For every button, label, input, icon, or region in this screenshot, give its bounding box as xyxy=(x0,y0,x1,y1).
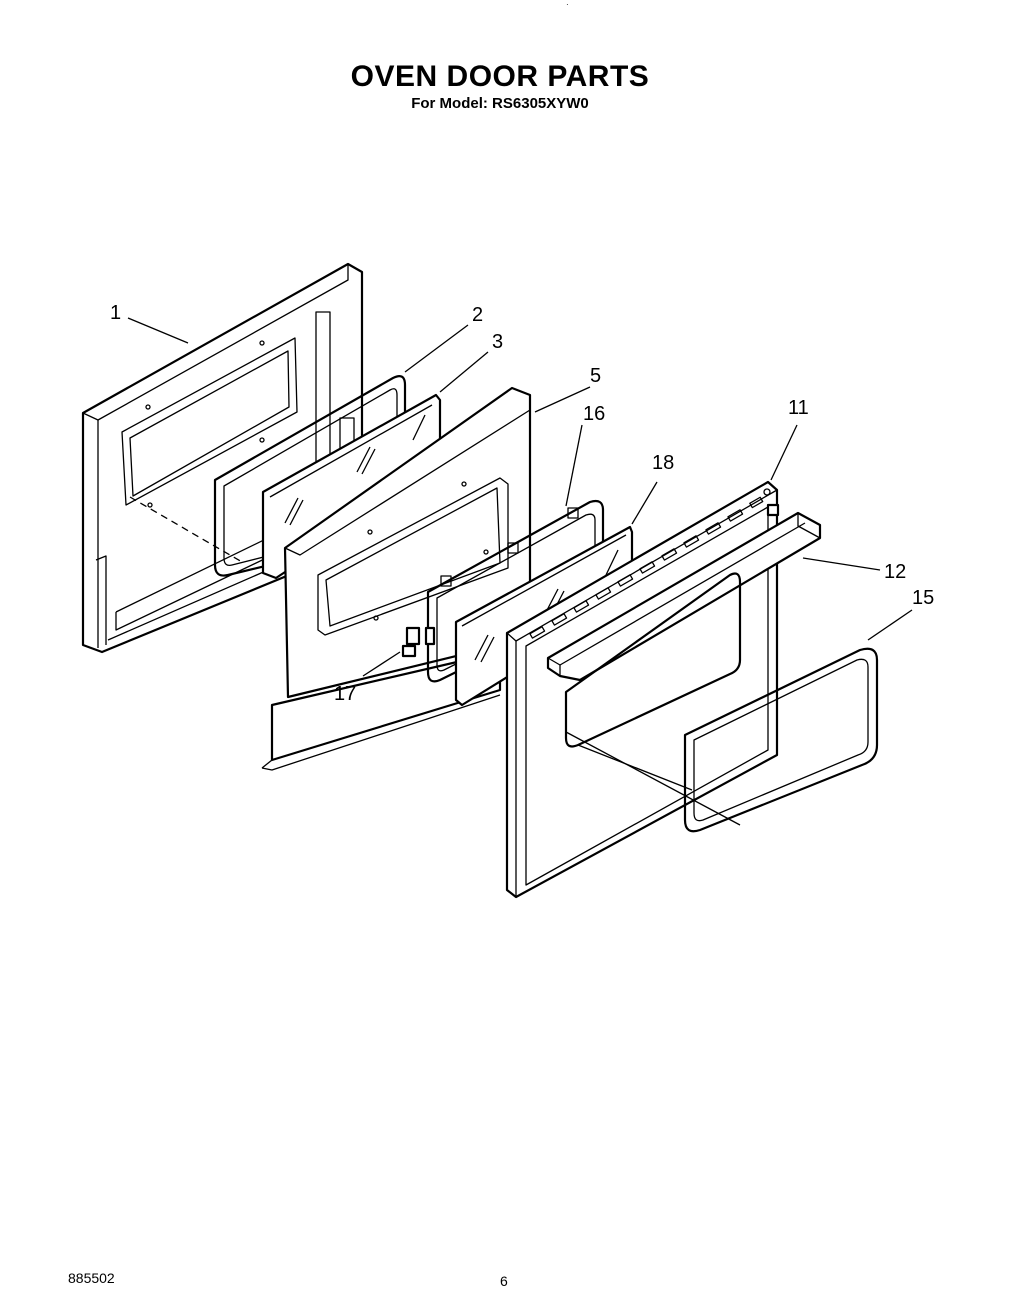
leader-lines xyxy=(127,317,913,677)
leader-2 xyxy=(404,324,469,373)
part-11-door-frame xyxy=(505,480,779,899)
leader-11 xyxy=(770,424,798,481)
callout-11: 11 xyxy=(788,397,809,419)
alignment-line xyxy=(129,496,243,563)
callout-17: 17 xyxy=(334,683,357,705)
callout-12: 12 xyxy=(884,561,907,583)
leader-15 xyxy=(867,609,913,641)
callout-18: 18 xyxy=(652,452,675,474)
leader-18 xyxy=(631,481,658,525)
callout-3: 3 xyxy=(492,331,504,353)
part-15-window-trim xyxy=(564,572,879,833)
callout-15: 15 xyxy=(912,587,935,609)
leader-5 xyxy=(534,386,591,413)
part-12-handle xyxy=(546,503,822,682)
leader-1 xyxy=(127,317,189,344)
callout-16: 16 xyxy=(583,403,606,425)
callout-2: 2 xyxy=(472,304,484,326)
leader-16 xyxy=(565,424,583,507)
page-number: 6 xyxy=(500,1273,508,1289)
leader-17 xyxy=(362,651,401,677)
leader-12 xyxy=(802,557,881,571)
callout-5: 5 xyxy=(590,365,602,387)
scan-mark: · xyxy=(566,0,569,9)
callout-1: 1 xyxy=(110,302,122,324)
part-17-clip xyxy=(401,626,436,658)
frame-slots xyxy=(529,496,764,639)
leader-3 xyxy=(439,351,489,393)
document-code: 885502 xyxy=(68,1270,115,1286)
model-subtitle: For Model: RS6305XYW0 xyxy=(411,95,589,112)
page-title: OVEN DOOR PARTS xyxy=(350,60,650,93)
